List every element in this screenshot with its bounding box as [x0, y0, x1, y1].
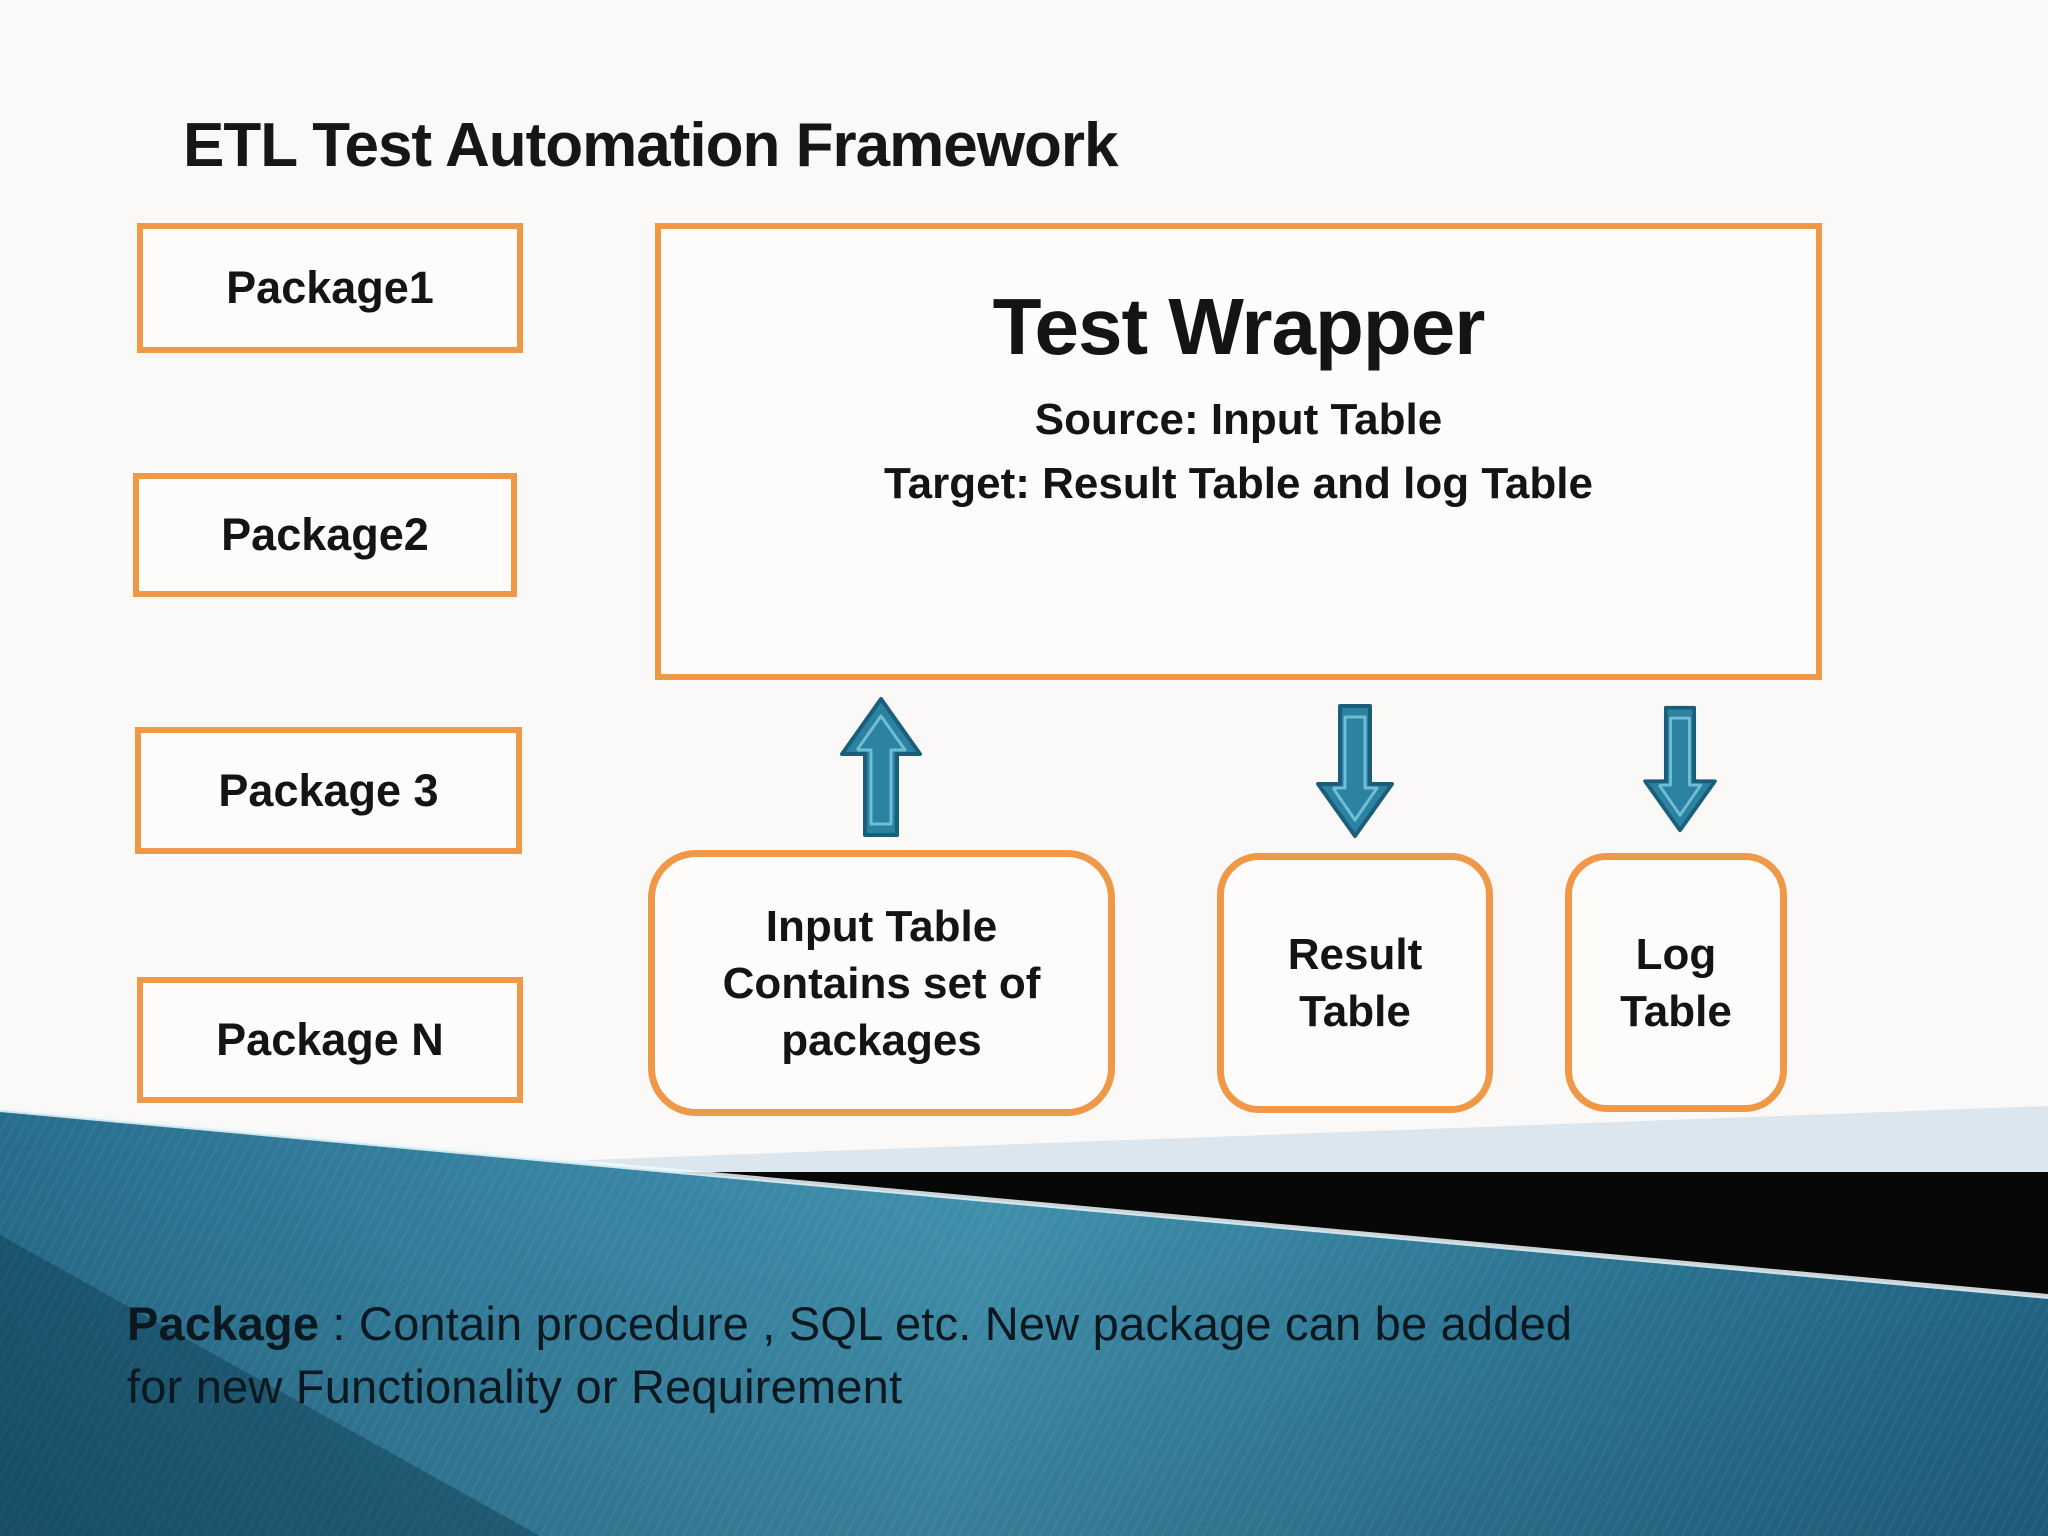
- package-box-2: Package2: [133, 473, 517, 597]
- log-table-box: Log Table: [1565, 853, 1787, 1112]
- package-label: Package2: [221, 509, 429, 560]
- up-arrow-icon: [840, 697, 922, 837]
- down-arrow-icon: [1316, 704, 1394, 838]
- footer-line-2: for new Functionality or Requirement: [127, 1360, 903, 1413]
- result-table-box: Result Table: [1217, 853, 1493, 1113]
- log-table-line: Log: [1635, 929, 1717, 979]
- log-table-line: Table: [1620, 986, 1732, 1036]
- test-wrapper-box: Test Wrapper Source: Input Table Target:…: [655, 223, 1822, 680]
- package-label: Package 3: [218, 764, 439, 816]
- test-wrapper-target-line: Target: Result Table and log Table: [884, 459, 1593, 508]
- footer-note: Package : Contain procedure , SQL etc. N…: [127, 1292, 1887, 1418]
- footer-term: Package: [127, 1297, 320, 1350]
- package-label: Package1: [226, 262, 434, 313]
- package-label: Package N: [216, 1014, 444, 1065]
- test-wrapper-title: Test Wrapper: [992, 282, 1486, 371]
- test-wrapper-source-line: Source: Input Table: [1034, 395, 1443, 444]
- package-box-1: Package1: [137, 223, 523, 353]
- input-table-box: Input Table Contains set of packages: [648, 850, 1115, 1116]
- input-table-line: packages: [781, 1015, 982, 1065]
- input-table-line: Input Table: [765, 901, 998, 951]
- down-arrow-icon: [1643, 705, 1717, 833]
- input-table-line: Contains set of: [722, 958, 1041, 1008]
- package-box-n: Package N: [137, 977, 523, 1103]
- result-table-line: Result: [1287, 930, 1423, 979]
- page-title: ETL Test Automation Framework: [183, 111, 1118, 180]
- footer-line1-rest: : Contain procedure , SQL etc. New packa…: [319, 1297, 1573, 1350]
- footer-line-1: Package : Contain procedure , SQL etc. N…: [127, 1292, 1887, 1355]
- result-table-line: Table: [1299, 987, 1411, 1036]
- package-box-3: Package 3: [135, 727, 522, 854]
